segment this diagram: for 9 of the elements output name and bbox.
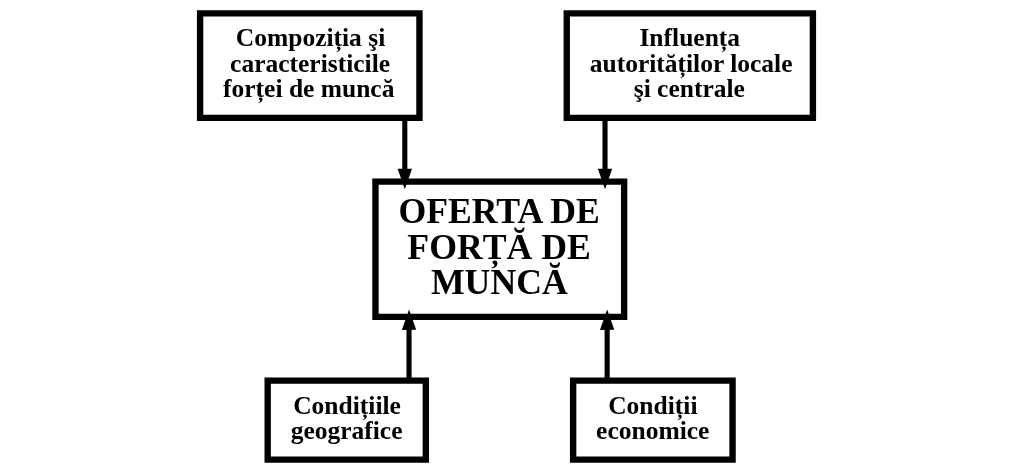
node-box: OFERTA DE FORȚĂ DE MUNCĂ — [371, 178, 627, 321]
arrow — [397, 118, 412, 190]
node-box: Influența autorităților locale şi centrale — [563, 10, 816, 122]
node-box: Condiții economice — [569, 377, 736, 463]
arrow — [599, 309, 614, 381]
node-box: Condițiile geografice — [264, 377, 429, 463]
node-box: Compoziția şi caracteristicile forței de muncă — [196, 10, 423, 122]
arrow — [597, 118, 612, 190]
arrow — [401, 309, 416, 381]
